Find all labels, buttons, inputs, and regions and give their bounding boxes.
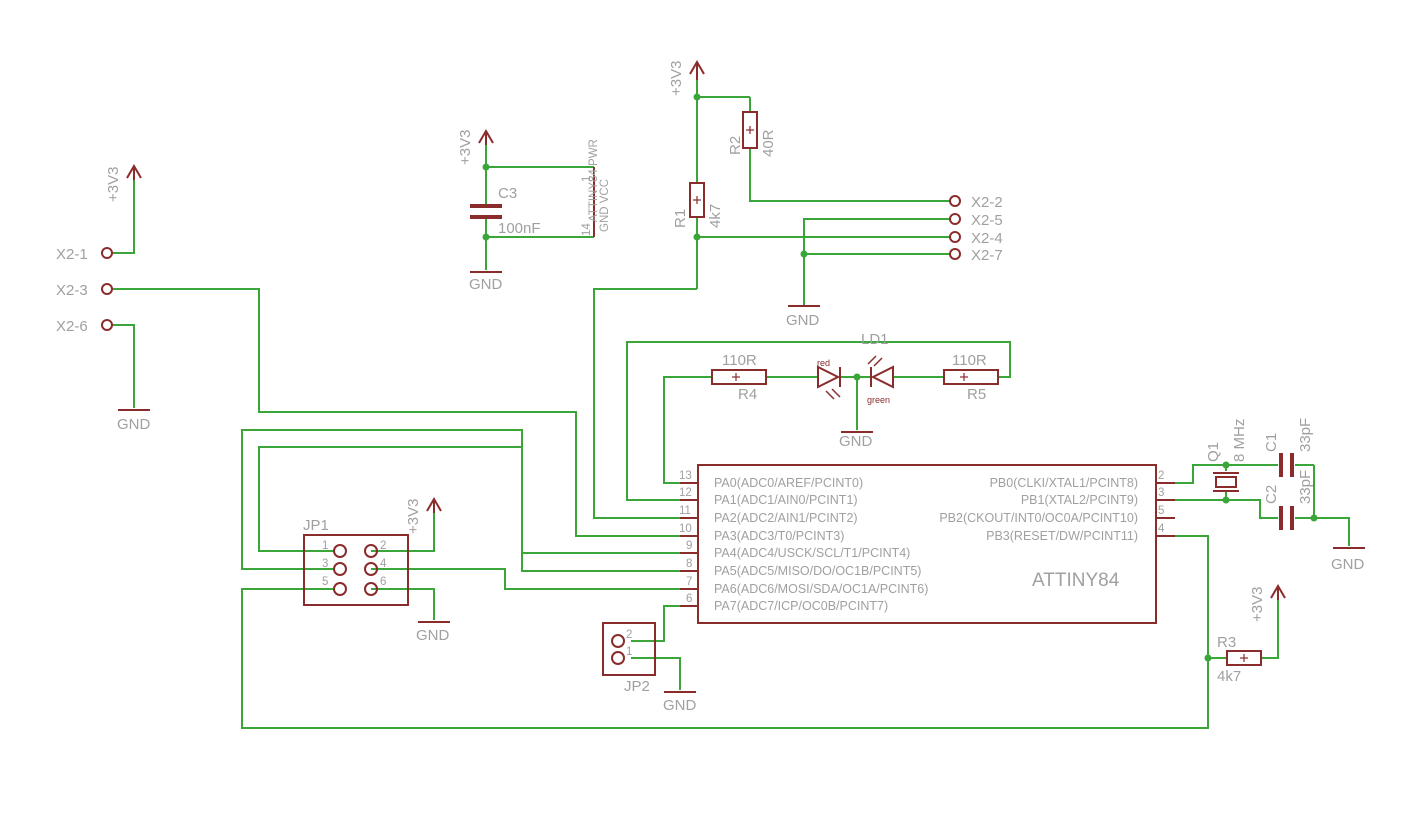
attiny-pin-number: 8 <box>686 558 692 570</box>
attiny-pin-number: 2 <box>1158 470 1164 482</box>
jp1-pin-number: 5 <box>322 576 328 588</box>
r4-name: R4 <box>738 386 757 403</box>
x2-label: X2-1 <box>56 246 88 263</box>
x2-label: X2-6 <box>56 318 88 335</box>
jp1-name: JP1 <box>303 517 329 534</box>
attiny-pin-number: 6 <box>686 593 692 605</box>
symbols <box>101 60 1365 693</box>
attiny-pin-number: 9 <box>686 540 692 552</box>
attiny-pin-number: 12 <box>679 487 692 499</box>
pwr-part-label: GND VCC <box>599 179 611 232</box>
attiny-pin-label: PB2(CKOUT/INT0/OC0A/PCINT10) <box>939 511 1138 525</box>
gnd-label: GND <box>839 433 873 450</box>
power-label-3v3: +3V3 <box>405 499 422 534</box>
r2-value: 40R <box>760 129 777 157</box>
attiny-pin-number: 10 <box>679 523 692 535</box>
attiny-pin-label: PA7(ADC7/ICP/OC0B/PCINT7) <box>714 599 888 613</box>
attiny-pin-label: PB1(XTAL2/PCINT9) <box>1021 493 1138 507</box>
attiny-pin-label: PA3(ADC3/T0/PCINT3) <box>714 529 844 543</box>
power-label-3v3: +3V3 <box>105 167 122 202</box>
power-label-3v3: +3V3 <box>1249 587 1266 622</box>
r1-value: 4k7 <box>707 204 724 228</box>
r3-name: R3 <box>1217 634 1236 651</box>
ld1-name: LD1 <box>861 331 889 348</box>
gnd-label: GND <box>1331 556 1365 573</box>
jp2-pin-number: 2 <box>626 629 632 641</box>
x2-label: X2-5 <box>971 212 1003 229</box>
power-label-3v3: +3V3 <box>457 130 474 165</box>
attiny-pin-label: PA0(ADC0/AREF/PCINT0) <box>714 476 863 490</box>
pwr-pin-number: 14 <box>581 223 593 236</box>
attiny-pin-number: 7 <box>686 576 692 588</box>
attiny-pin-label: PA6(ADC6/MOSI/SDA/OC1A/PCINT6) <box>714 582 928 596</box>
jp2-pin-number: 1 <box>626 646 632 658</box>
r5-value: 110R <box>952 352 987 369</box>
attiny-pin-number: 5 <box>1158 505 1164 517</box>
jp1-pin-number: 1 <box>322 540 328 552</box>
r2-name: R2 <box>727 136 744 155</box>
pwr-pin-number: 1 <box>581 176 593 182</box>
r3-value: 4k7 <box>1217 668 1241 685</box>
gnd-label: GND <box>416 627 450 644</box>
power-label-3v3: +3V3 <box>668 61 685 96</box>
r4-value: 110R <box>722 352 757 369</box>
jp1-pin-number: 4 <box>380 558 387 570</box>
r1-name: R1 <box>672 209 689 228</box>
attiny-pin-number: 4 <box>1158 523 1165 535</box>
attiny-pin-label: PA5(ADC5/MISO/DO/OC1B/PCINT5) <box>714 564 921 578</box>
attiny-pin-label: PA1(ADC1/AIN0/PCINT1) <box>714 493 858 507</box>
attiny-pin-label: PA2(ADC2/AIN1/PCINT2) <box>714 511 858 525</box>
jp1-pin-number: 2 <box>380 540 386 552</box>
x2-label: X2-4 <box>971 230 1003 247</box>
attiny-pin-number: 13 <box>679 470 692 482</box>
x2-label: X2-2 <box>971 194 1003 211</box>
gnd-label: GND <box>663 697 697 714</box>
c2-name: C2 <box>1263 485 1280 504</box>
c1-value: 33pF <box>1297 418 1314 452</box>
jp1-pin-number: 3 <box>322 558 328 570</box>
attiny-pin-label: PA4(ADC4/USCK/SCL/T1/PCINT4) <box>714 546 910 560</box>
attiny-pin-label: PB3(RESET/DW/PCINT11) <box>986 529 1138 543</box>
attiny-pin-label: PB0(CLKI/XTAL1/PCINT8) <box>990 476 1138 490</box>
c1-name: C1 <box>1263 433 1280 452</box>
led-red-label: red <box>817 358 830 368</box>
led-green-label: green <box>867 395 890 405</box>
gnd-label: GND <box>117 416 151 433</box>
attiny-name: ATTINY84 <box>1032 570 1120 591</box>
junctions <box>482 93 1318 662</box>
gnd-label: GND <box>469 276 503 293</box>
c3-name: C3 <box>498 185 517 202</box>
gnd-label: GND <box>786 312 820 329</box>
q1-name: Q1 <box>1205 442 1222 462</box>
r5-name: R5 <box>967 386 986 403</box>
attiny-pin-number: 11 <box>679 505 691 517</box>
c3-value: 100nF <box>498 220 541 237</box>
wires <box>113 80 1350 729</box>
q1-value: 8 MHz <box>1231 419 1248 462</box>
c2-value: 33pF <box>1297 470 1314 504</box>
jp2-name: JP2 <box>624 678 650 695</box>
jp1-pin-number: 6 <box>380 576 386 588</box>
x2-label: X2-3 <box>56 282 88 299</box>
x2-label: X2-7 <box>971 247 1003 264</box>
pwr-part-label: ATTINY84 PWR <box>588 139 600 222</box>
attiny-pin-number: 3 <box>1158 487 1164 499</box>
